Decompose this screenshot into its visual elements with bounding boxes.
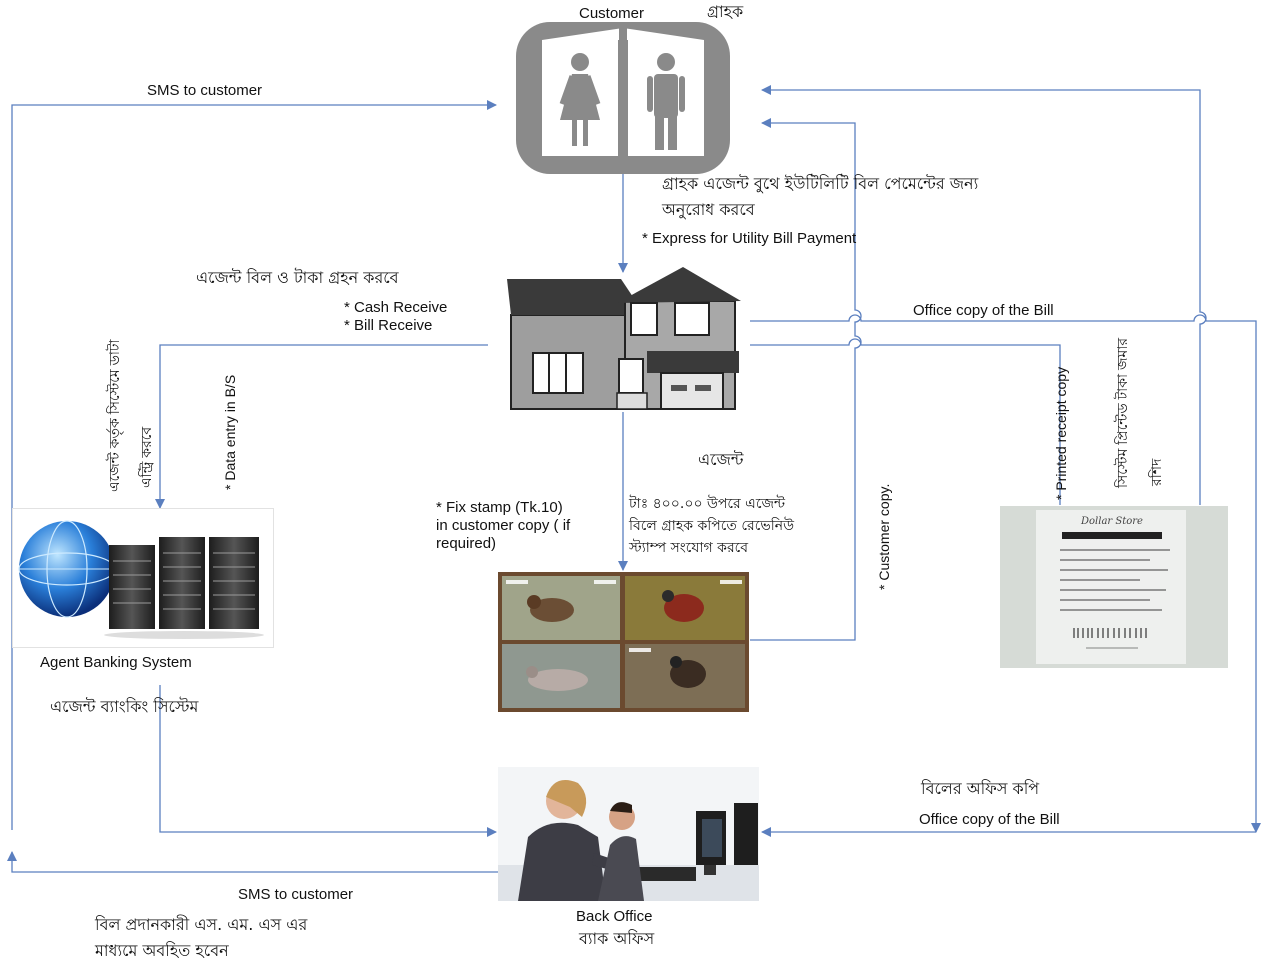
printed-receipt-label: * Printed receipt copy [1053, 366, 1069, 500]
data-entry-bn-line2: এন্ট্রি করবে [138, 426, 154, 488]
agent-to-receipt-arrow [750, 338, 1061, 505]
office-copy-arrow [750, 314, 1261, 833]
stamp-note-bn-line3: স্ট্যাম্প সংযোগ করবে [629, 540, 749, 556]
agent-action-bn: এজেন্ট বিল ও টাকা গ্রহন করবে [196, 268, 399, 287]
back-office-photo [498, 767, 759, 901]
back-office-label-en: Back Office [576, 908, 653, 925]
customer-label-en: Customer [579, 5, 645, 22]
receipt-bn-line2: রশিদ [1148, 458, 1164, 486]
stamp-note-en-line3: required) [436, 535, 497, 552]
data-entry-en-label: * Data entry in B/S [222, 374, 238, 490]
customer-request-en: * Express for Utility Bill Payment [642, 230, 857, 247]
customer-copy-label: * Customer copy. [876, 483, 892, 590]
agent-banking-system-servers-image [12, 508, 274, 648]
sms-bottom-label: SMS to customer [238, 886, 354, 903]
revenue-stamps-image [498, 572, 749, 712]
data-entry-bn-line1: এজেন্ট কর্তৃক সিস্টেমে ডাটা [106, 339, 122, 492]
printed-receipt-image: Dollar Store [1000, 506, 1228, 668]
agent-booth-house-icon [505, 265, 745, 413]
customer-request-bn-line2: অনুরোধ করবে [662, 200, 755, 219]
stamp-note-bn-line2: বিলে গ্রাহক কপিতে রেভেনিউ [629, 518, 795, 534]
agent-banking-system-label-bn: এজেন্ট ব্যাংকিং সিস্টেম [50, 697, 199, 716]
system-to-back-office-arrow [159, 685, 497, 837]
cash-receive-label: * Cash Receive [344, 299, 448, 316]
stamp-note-en-line2: in customer copy ( if [436, 517, 571, 534]
sms-top-label: SMS to customer [147, 82, 263, 99]
receipt-to-customer-arrow [761, 85, 1207, 505]
office-copy-bottom-label: Office copy of the Bill [919, 811, 1060, 828]
receipt-bn-line1: সিস্টেম প্রিন্টেড টাকা জমার [1114, 337, 1130, 488]
stamp-note-en-line1: * Fix stamp (Tk.10) [436, 499, 563, 516]
agent-label-bn: এজেন্ট [698, 450, 744, 469]
office-copy-top-label: Office copy of the Bill [913, 302, 1054, 319]
sms-top-arrow [11, 100, 497, 830]
agent-to-system-arrow [155, 344, 488, 509]
agent-banking-system-label-en: Agent Banking System [40, 654, 192, 671]
sms-loop-arrow [6, 851, 498, 873]
receipt-store-name: Dollar Store [1080, 516, 1143, 527]
sms-note-bn-line2: মাধ্যমে অবহিত হবেন [95, 941, 229, 960]
customer-copy-arrow [750, 118, 862, 641]
customer-icon [516, 22, 730, 174]
customer-label-bn: গ্রাহক [707, 2, 744, 21]
bill-receive-label: * Bill Receive [344, 317, 433, 334]
customer-request-bn-line1: গ্রাহক এজেন্ট বুথে ইউটিলিটি বিল পেমেন্টে… [662, 174, 979, 193]
back-office-label-bn: ব্যাক অফিস [579, 929, 655, 948]
sms-note-bn-line1: বিল প্রদানকারী এস. এম. এস এর [95, 915, 308, 934]
office-copy-bn-label: বিলের অফিস কপি [921, 779, 1040, 798]
stamp-note-bn-line1: টাঃ ৪০০.০০ উপরে এজেন্ট [629, 496, 785, 512]
